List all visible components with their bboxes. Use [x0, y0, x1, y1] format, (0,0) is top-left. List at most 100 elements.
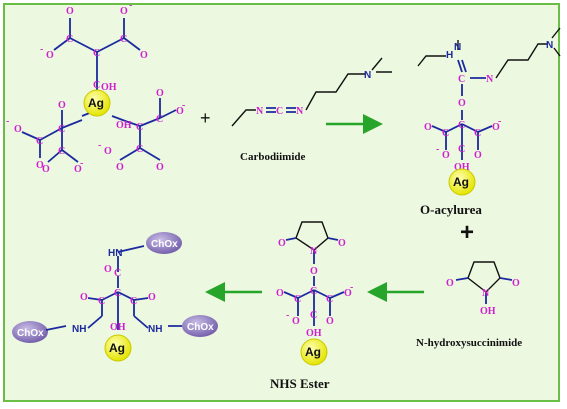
chox-enzyme: [146, 232, 182, 254]
atom-hn: HN: [108, 248, 122, 259]
ag-label: Ag: [109, 341, 125, 355]
chox-conjugate-structure: ChOx ChOx ChOx HN C O C C C O O NH NH OH…: [12, 232, 218, 362]
atom-oh: OH: [116, 120, 132, 131]
label-o-acylurea: O-acylurea: [420, 202, 482, 217]
plus-sign: +: [200, 108, 211, 128]
atom-c: C: [36, 136, 43, 147]
atom-c: C: [294, 294, 301, 305]
atom-n: N: [546, 40, 553, 51]
carbodiimide-structure: N C N N Carbodiimide: [231, 57, 392, 163]
atom-c: C: [458, 74, 465, 85]
atom-n: N: [364, 70, 371, 81]
chox-enzyme: [182, 315, 218, 337]
atom-c: C: [66, 34, 73, 45]
ag-nanoparticle: [300, 338, 328, 366]
atom-n: N: [486, 74, 494, 85]
chox-label: ChOx: [17, 328, 44, 339]
atom-charge: -: [80, 158, 83, 169]
atom-o-minus: O: [120, 6, 128, 17]
atom-oh: OH: [110, 322, 126, 333]
atom-o-minus: O: [58, 100, 66, 111]
ag-citrate-complex: O O - C C C O - O C OH O O C C - O C O O…: [6, 0, 185, 175]
o-acylurea-structure: H N C N N O C C C O O - O - O C OH Ag O-…: [417, 27, 561, 217]
ag-label: Ag: [88, 96, 104, 110]
atom-c: C: [58, 124, 65, 135]
atom-h: H: [446, 50, 453, 61]
atom-c: C: [276, 106, 283, 117]
atom-o: O: [446, 278, 454, 289]
atom-charge: -: [498, 116, 501, 127]
diagram-frame: [3, 3, 560, 402]
ag-nanoparticle: [83, 89, 111, 117]
atom-charge: -: [6, 116, 9, 127]
atom-c: C: [130, 296, 137, 307]
atom-oh: OH: [101, 82, 117, 93]
atom-charge: -: [350, 282, 353, 293]
atom-o: O: [36, 160, 44, 171]
atom-c: C: [458, 144, 465, 155]
atom-o: O: [80, 292, 88, 303]
atom-o-minus: O: [492, 122, 500, 133]
atom-c: C: [474, 128, 481, 139]
atom-o: O: [66, 6, 74, 17]
atom-charge: -: [98, 140, 101, 151]
atom-c: C: [114, 288, 121, 299]
atom-o: O: [104, 264, 112, 275]
plus-sign: +: [460, 219, 474, 246]
atom-o: O: [424, 122, 432, 133]
atom-o-minus: O: [442, 150, 450, 161]
atom-c: C: [310, 310, 317, 321]
label-carbodiimide: Carbodiimide: [240, 151, 306, 163]
atom-c: C: [458, 120, 465, 131]
atom-n: N: [482, 288, 490, 299]
atom-o: O: [156, 88, 164, 99]
atom-o: O: [474, 150, 482, 161]
atom-c: C: [120, 34, 127, 45]
atom-o-minus: O: [292, 316, 300, 327]
atom-o: O: [140, 50, 148, 61]
atom-o: O: [326, 316, 334, 327]
atom-o: O: [278, 238, 286, 249]
atom-c: C: [136, 122, 143, 133]
atom-o: O: [276, 288, 284, 299]
atom-o: O: [156, 162, 164, 173]
atom-o: O: [338, 238, 346, 249]
atom-c: C: [98, 296, 105, 307]
atom-c: C: [93, 48, 100, 59]
atom-c: C: [156, 114, 163, 125]
atom-n: N: [454, 42, 461, 53]
chox-label: ChOx: [151, 239, 178, 250]
atom-charge: -: [40, 44, 43, 55]
atom-charge: -: [436, 144, 439, 155]
atom-o: O: [42, 164, 50, 175]
atom-o: O: [512, 278, 520, 289]
atom-charge: -: [129, 0, 132, 11]
atom-o-minus: O: [344, 288, 352, 299]
atom-c: C: [93, 80, 100, 91]
chox-label: ChOx: [187, 322, 214, 333]
atom-c: C: [310, 286, 317, 297]
atom-o-minus: O: [104, 146, 112, 157]
atom-charge: -: [182, 100, 185, 111]
ag-label: Ag: [453, 175, 469, 189]
atom-c: C: [136, 144, 143, 155]
nhs-ester-structure: O O N O C C C O O - O - O C OH Ag NHS Es…: [270, 221, 353, 391]
atom-o: O: [14, 124, 22, 135]
atom-c: C: [58, 146, 65, 157]
ag-label: Ag: [305, 345, 321, 359]
atom-oh: OH: [454, 162, 470, 173]
atom-o-minus: O: [46, 50, 54, 61]
atom-charge: -: [286, 310, 289, 321]
atom-nh: NH: [72, 324, 86, 335]
nhs-structure: O O N OH N-hydroxysuccinimide: [416, 261, 522, 349]
atom-o-minus: O: [74, 164, 82, 175]
atom-oh: OH: [480, 306, 496, 317]
ag-nanoparticle: [448, 168, 476, 196]
label-n-hydroxysuccinimide: N-hydroxysuccinimide: [416, 337, 522, 349]
atom-o: O: [310, 266, 318, 277]
atom-nh: NH: [148, 324, 162, 335]
ag-nanoparticle: [104, 334, 132, 362]
atom-n: N: [310, 246, 318, 257]
